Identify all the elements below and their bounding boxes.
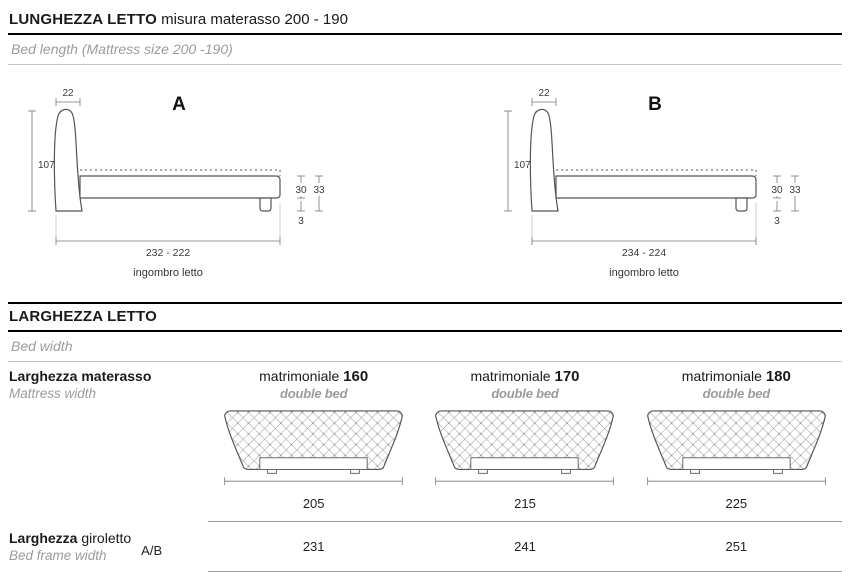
bed-frame-shape <box>79 175 281 199</box>
section-width-subtitle: Bed width <box>11 338 73 354</box>
bed-side-diagram-b: B 22 107 30 <box>504 88 801 279</box>
mattress-width-value-170: 215 <box>514 496 536 511</box>
bed-frame-bar <box>682 457 791 470</box>
svg-text:33: 33 <box>313 185 325 196</box>
bed-foot-right <box>350 468 361 474</box>
divider <box>208 521 842 522</box>
dim-mattress-width-180 <box>647 477 826 486</box>
bed-foot-left <box>267 468 278 474</box>
foot-leg-shape <box>259 197 272 212</box>
section-width-title: LARGHEZZA LETTO <box>9 308 157 325</box>
svg-text:22: 22 <box>538 88 550 99</box>
foot-leg-shape <box>735 197 748 212</box>
diagram-label-a: A <box>172 94 186 115</box>
svg-text:3: 3 <box>298 216 304 227</box>
quilted-headboard-shape <box>435 410 615 471</box>
svg-text:232 - 222: 232 - 222 <box>146 247 191 259</box>
frame-width-value-160: 231 <box>302 539 325 554</box>
dim-frame-height-a: 30 <box>295 175 307 199</box>
caption-ingombro-letto-a: ingombro letto <box>133 267 203 279</box>
bed-frame-bar <box>259 457 368 470</box>
dim-total-height-a: 33 <box>313 175 325 212</box>
dim-overall-length-a: 232 - 222 <box>55 203 281 259</box>
divider <box>8 302 842 304</box>
section-width: LARGHEZZA LETTO Bed width Larghezza mate… <box>8 302 842 572</box>
mattress-width-value-160: 205 <box>302 496 325 511</box>
svg-text:234 - 224: 234 - 224 <box>622 247 667 259</box>
headboard-front-diagram-180 <box>631 407 842 489</box>
svg-text:107: 107 <box>38 160 55 171</box>
headboard-side-shape <box>53 108 83 212</box>
dim-total-height-b: 33 <box>789 175 801 212</box>
bed-foot-left <box>689 468 700 474</box>
svg-text:22: 22 <box>62 88 74 99</box>
bed-frame-bar <box>470 457 580 470</box>
column-header-170: matrimoniale 170 double bed <box>470 368 580 401</box>
quilted-headboard-shape <box>646 410 826 471</box>
column-header-180: matrimoniale 180 double bed <box>681 368 791 401</box>
section-length-subtitle: Bed length (Mattress size 200 -190) <box>11 41 233 57</box>
width-spec-table: Larghezza materasso Mattress width matri… <box>8 364 842 572</box>
dim-mattress-width-160 <box>224 477 403 486</box>
bed-foot-left <box>478 468 489 474</box>
dim-overall-length-b: 234 - 224 <box>531 203 757 259</box>
variant-ab: A/B <box>141 543 163 558</box>
dim-headboard-thickness-a: 22 <box>55 88 81 106</box>
bed-side-diagram-a: A 22 107 30 <box>28 88 325 279</box>
bed-foot-right <box>772 468 783 474</box>
svg-text:30: 30 <box>771 185 783 196</box>
dim-headboard-thickness-b: 22 <box>531 88 557 106</box>
svg-text:3: 3 <box>774 216 780 227</box>
svg-text:30: 30 <box>295 185 307 196</box>
mattress-width-value-180: 225 <box>725 496 748 511</box>
headboard-front-diagram-160 <box>208 407 419 489</box>
label-mattress-width: Larghezza materasso Mattress width <box>9 368 152 401</box>
frame-width-value-180: 251 <box>725 539 748 554</box>
svg-text:33: 33 <box>789 185 801 196</box>
diagram-label-b: B <box>648 94 662 115</box>
svg-text:107: 107 <box>514 160 531 171</box>
label-frame-width: Larghezza giroletto Bed frame width A/B <box>9 530 163 563</box>
caption-ingombro-letto-b: ingombro letto <box>609 267 679 279</box>
headboard-side-shape <box>529 108 559 212</box>
divider <box>8 64 842 65</box>
bed-frame-shape <box>555 175 757 199</box>
quilted-headboard-shape <box>224 410 404 471</box>
section-length-title: LUNGHEZZA LETTO misura materasso 200 - 1… <box>8 8 842 33</box>
divider <box>8 361 842 362</box>
bed-foot-right <box>561 468 572 474</box>
dim-leg-height-b: 3 <box>773 201 781 227</box>
section-length-title-bold: LUNGHEZZA LETTO <box>9 11 157 28</box>
dim-leg-height-a: 3 <box>297 201 305 227</box>
dim-frame-height-b: 30 <box>771 175 783 199</box>
column-header-160: matrimoniale 160 double bed <box>259 368 369 401</box>
headboard-front-diagram-170 <box>419 407 630 489</box>
divider <box>8 33 842 35</box>
dim-mattress-width-170 <box>435 477 615 486</box>
dim-headboard-height-a: 107 <box>28 110 55 212</box>
section-length-title-rest: misura materasso 200 - 190 <box>161 11 348 28</box>
dim-headboard-height-b: 107 <box>504 110 531 212</box>
side-view-diagrams: A 22 107 30 <box>8 65 842 288</box>
divider <box>8 330 842 332</box>
frame-width-value-170: 241 <box>514 539 536 554</box>
